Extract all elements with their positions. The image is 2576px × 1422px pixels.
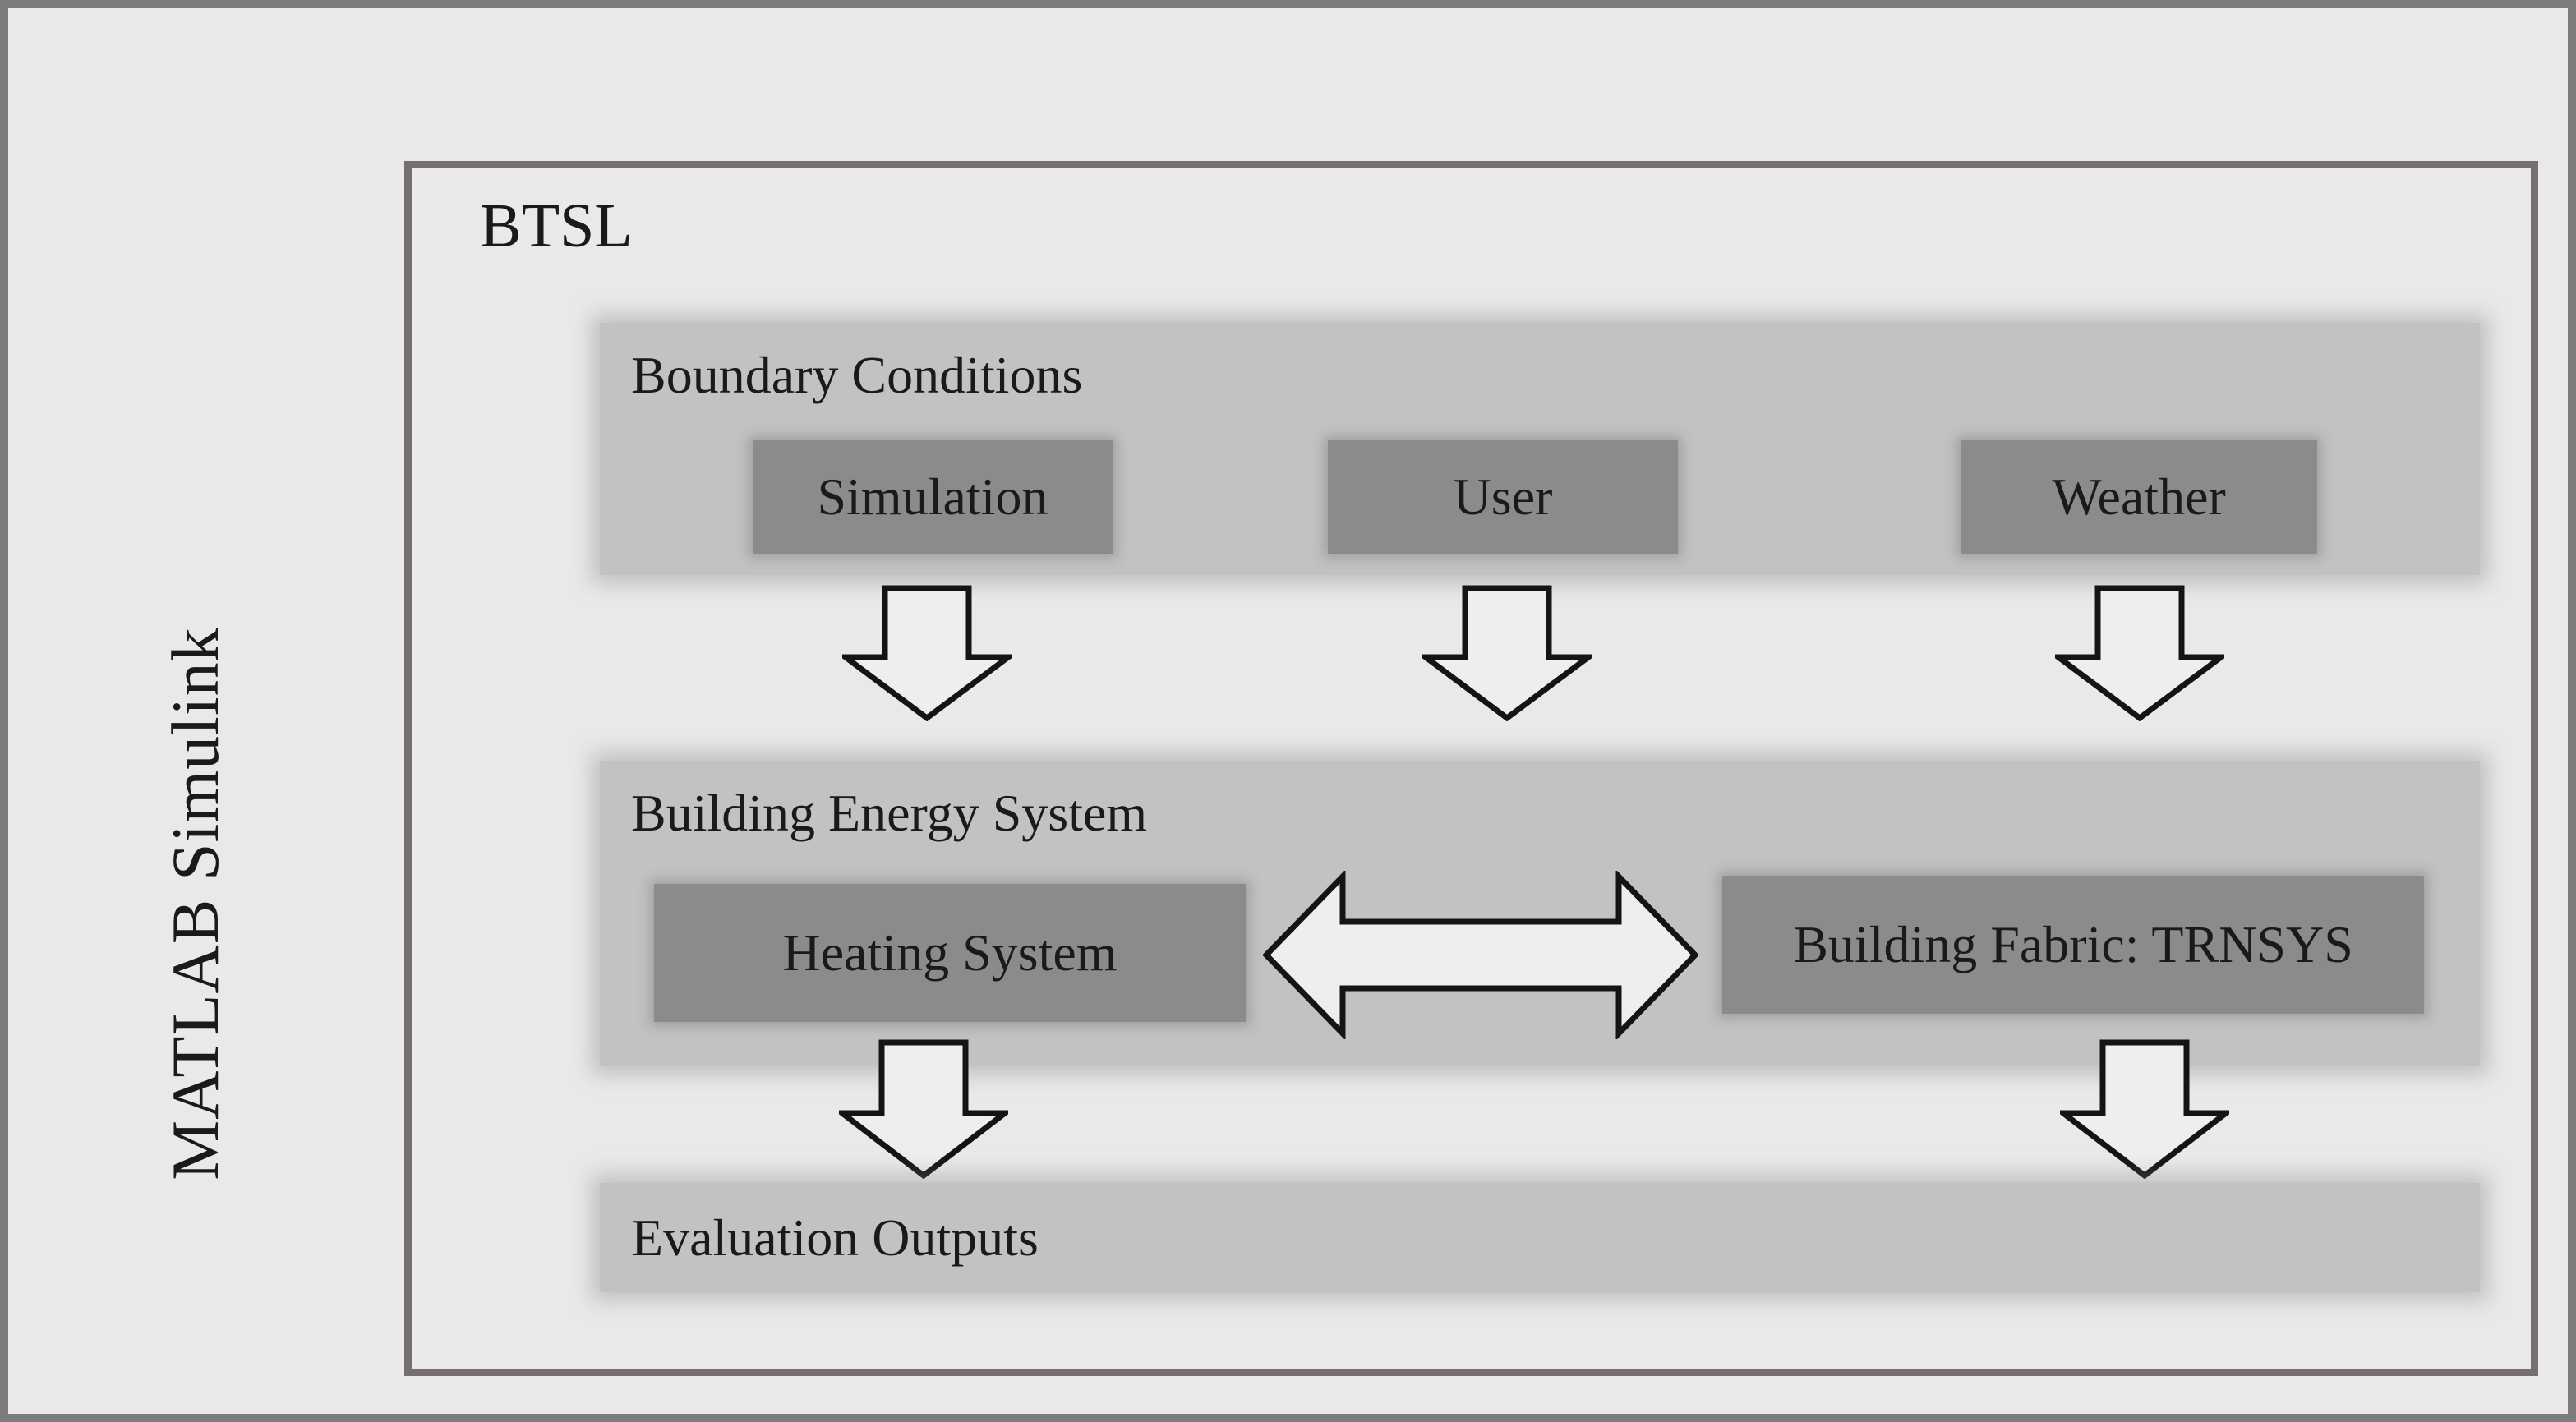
section-title-evaluation-outputs: Evaluation Outputs xyxy=(631,1208,1039,1267)
node-user: User xyxy=(1328,440,1678,554)
matlab-simulink-label: MATLAB Simulink xyxy=(158,627,233,1180)
double-arrow-icon xyxy=(1263,871,1698,1039)
node-building-fabric-trnsys: Building Fabric: TRNSYS xyxy=(1722,876,2424,1014)
node-simulation: Simulation xyxy=(753,440,1113,554)
section-boundary-conditions: Boundary Conditions Simulation User Weat… xyxy=(600,323,2480,575)
down-arrow-icon xyxy=(842,585,1012,721)
btsl-container: BTSL Boundary Conditions Simulation User… xyxy=(404,161,2538,1376)
btsl-label: BTSL xyxy=(480,191,633,260)
section-evaluation-outputs: Evaluation Outputs xyxy=(600,1183,2480,1292)
node-weather: Weather xyxy=(1961,440,2317,554)
down-arrow-icon xyxy=(2060,1039,2229,1179)
down-arrow-icon xyxy=(839,1039,1008,1179)
down-arrow-icon xyxy=(1422,585,1592,721)
section-building-energy-system: Building Energy System Heating System Bu… xyxy=(600,761,2480,1066)
section-title-building-energy-system: Building Energy System xyxy=(631,784,1148,842)
section-title-boundary-conditions: Boundary Conditions xyxy=(631,346,1083,404)
node-heating-system: Heating System xyxy=(654,884,1246,1022)
down-arrow-icon xyxy=(2055,585,2224,721)
